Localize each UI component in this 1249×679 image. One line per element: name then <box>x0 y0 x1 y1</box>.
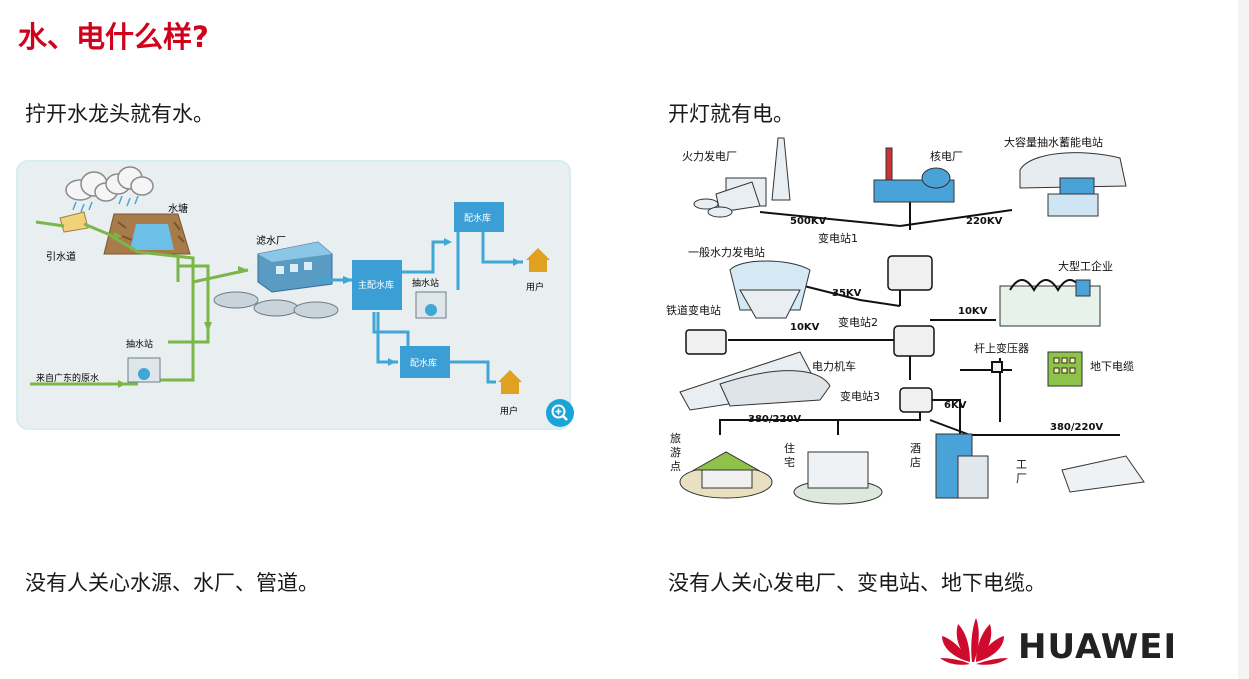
substation-3-label: 变电站3 <box>840 389 880 403</box>
user-top-label: 用户 <box>526 281 544 293</box>
settling-tanks <box>213 291 339 319</box>
voltage-10kv-a: 10KV <box>790 322 820 333</box>
flow-arrows-blue <box>343 238 521 366</box>
hotel-label: 酒店 <box>910 442 921 469</box>
hydro-plant-icon <box>729 260 811 319</box>
power-footer: 没有人关心发电厂、变电站、地下电缆。 <box>668 571 1046 595</box>
main-storage-label: 主配水库 <box>358 279 394 291</box>
pump-station-icon <box>415 291 447 319</box>
voltage-10kv-b: 10KV <box>958 306 988 317</box>
locomotive-label: 电力机车 <box>812 359 856 373</box>
storage-bottom-label: 配水库 <box>410 357 437 369</box>
transformer-icon <box>685 255 935 413</box>
hotel-icon <box>935 433 989 499</box>
house-icon <box>498 248 550 394</box>
storage-top-label: 配水库 <box>464 212 491 224</box>
underground-cable-label: 地下电缆 <box>1090 360 1134 373</box>
water-footer: 没有人关心水源、水厂、管道。 <box>25 571 319 595</box>
voltage-380-b: 380/220V <box>1050 422 1103 433</box>
rain-icon <box>72 195 139 213</box>
water-heading: 拧开水龙头就有水。 <box>25 102 214 126</box>
residence-label: 住宅 <box>784 441 795 469</box>
water-supply-diagram: 水塘 引水道 滤水厂 <box>16 160 571 430</box>
nuclear-label: 核电厂 <box>930 149 963 163</box>
storage-top-box <box>454 202 504 232</box>
logo-text: HUAWEI <box>1018 627 1177 667</box>
locomotive-icon <box>679 351 831 411</box>
reservoir-dam <box>103 213 191 255</box>
pole-transformer-label: 杆上变压器 <box>974 341 1029 355</box>
substation-2-label: 变电站2 <box>838 315 878 329</box>
pump-b-label: 抽水站 <box>412 277 439 289</box>
canal-label: 引水道 <box>46 250 76 263</box>
voltage-500kv: 500KV <box>790 216 827 227</box>
voltage-35kv: 35KV <box>832 288 862 299</box>
water-diagram-svg: 水塘 引水道 滤水厂 <box>30 166 550 417</box>
pole-transformer-icon <box>988 358 1012 422</box>
residence-icon <box>793 451 883 505</box>
pumped-storage-icon <box>1019 152 1127 217</box>
voltage-6kv: 6KV <box>944 400 967 411</box>
canal-intake <box>59 211 89 233</box>
tourist-label: 旅游点 <box>670 431 681 473</box>
factory-icon <box>1061 455 1145 493</box>
factory-label: 工厂 <box>1016 458 1027 485</box>
huawei-logo: HUAWEI <box>936 614 1186 672</box>
pumped-storage-label: 大容量抽水蓄能电站 <box>1004 135 1103 149</box>
cloud-icon <box>65 166 154 202</box>
hydro-label: 一般水力发电站 <box>688 245 765 259</box>
substation-1-label: 变电站1 <box>818 231 858 245</box>
zoom-in-icon[interactable] <box>545 398 575 428</box>
source-label: 来自广东的原水 <box>36 372 99 384</box>
pump-a-label: 抽水站 <box>126 338 153 350</box>
user-bottom-label: 用户 <box>500 405 518 417</box>
rail-substation-label: 铁道变电站 <box>666 303 721 317</box>
treatment-label: 滤水厂 <box>256 234 286 247</box>
window-edge <box>1238 0 1249 679</box>
power-supply-diagram: 火力发电厂 核电厂 大容量抽水蓄能电站 一般水力发电站 变电站1 变电站2 变电… <box>666 135 1145 505</box>
flow-arrows-green <box>113 232 248 388</box>
storage-bottom-box <box>400 346 450 378</box>
slide-title: 水、电什么样? <box>18 20 209 54</box>
tourist-spot-icon <box>679 451 773 499</box>
industry-icon <box>999 279 1101 327</box>
industry-label: 大型工企业 <box>1058 259 1113 273</box>
water-treatment-plant <box>257 241 333 293</box>
huawei-logo-icon: HUAWEI <box>940 618 1177 667</box>
nuclear-plant-icon <box>873 147 955 203</box>
thermal-plant-icon <box>693 137 791 218</box>
power-heading: 开灯就有电。 <box>668 102 794 126</box>
underground-cable-icon <box>1047 351 1083 387</box>
pump-station-icon <box>127 357 161 383</box>
voltage-220kv: 220KV <box>966 216 1003 227</box>
main-storage-box <box>352 260 402 310</box>
thermal-label: 火力发电厂 <box>682 149 737 163</box>
reservoir-label: 水塘 <box>168 202 188 215</box>
